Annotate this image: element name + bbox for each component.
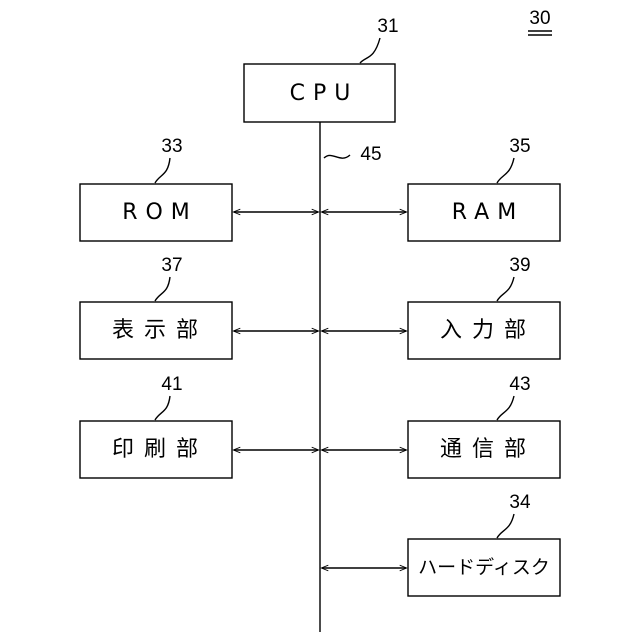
- ram-leader: [497, 158, 514, 183]
- print-block: 印刷部 41: [80, 374, 232, 478]
- comm-ref: 43: [509, 374, 530, 395]
- cpu-block: CPU 31: [244, 16, 399, 122]
- rom-block: ROM 33: [80, 136, 232, 241]
- input-label: 入力部: [440, 318, 536, 343]
- rom-ref: 33: [161, 136, 182, 157]
- print-leader: [155, 396, 170, 420]
- input-block: 入力部 39: [408, 255, 560, 359]
- bus-ref: 45: [360, 144, 381, 165]
- hdd-ref: 34: [509, 492, 531, 513]
- input-leader: [497, 277, 514, 301]
- hdd-label: ハードディスク: [418, 557, 550, 579]
- display-leader: [155, 277, 170, 301]
- rom-leader: [155, 158, 170, 183]
- ram-ref: 35: [509, 136, 530, 157]
- comm-block: 通信部 43: [408, 374, 560, 478]
- rom-label: ROM: [122, 200, 198, 225]
- ram-label: RAM: [452, 200, 524, 225]
- bus-leader: [324, 155, 350, 158]
- cpu-leader: [360, 38, 380, 63]
- display-ref: 37: [161, 255, 182, 276]
- display-block: 表示部 37: [80, 255, 232, 359]
- cpu-label: CPU: [290, 81, 359, 106]
- print-ref: 41: [161, 374, 182, 395]
- cpu-ref: 31: [377, 16, 398, 37]
- input-ref: 39: [509, 255, 530, 276]
- figure-number: 30: [529, 8, 550, 29]
- hdd-leader: [497, 514, 514, 538]
- comm-label: 通信部: [440, 437, 536, 462]
- comm-leader: [497, 396, 514, 420]
- print-label: 印刷部: [112, 437, 208, 462]
- hdd-block: ハードディスク 34: [408, 492, 560, 596]
- display-label: 表示部: [112, 318, 208, 343]
- ram-block: RAM 35: [408, 136, 560, 241]
